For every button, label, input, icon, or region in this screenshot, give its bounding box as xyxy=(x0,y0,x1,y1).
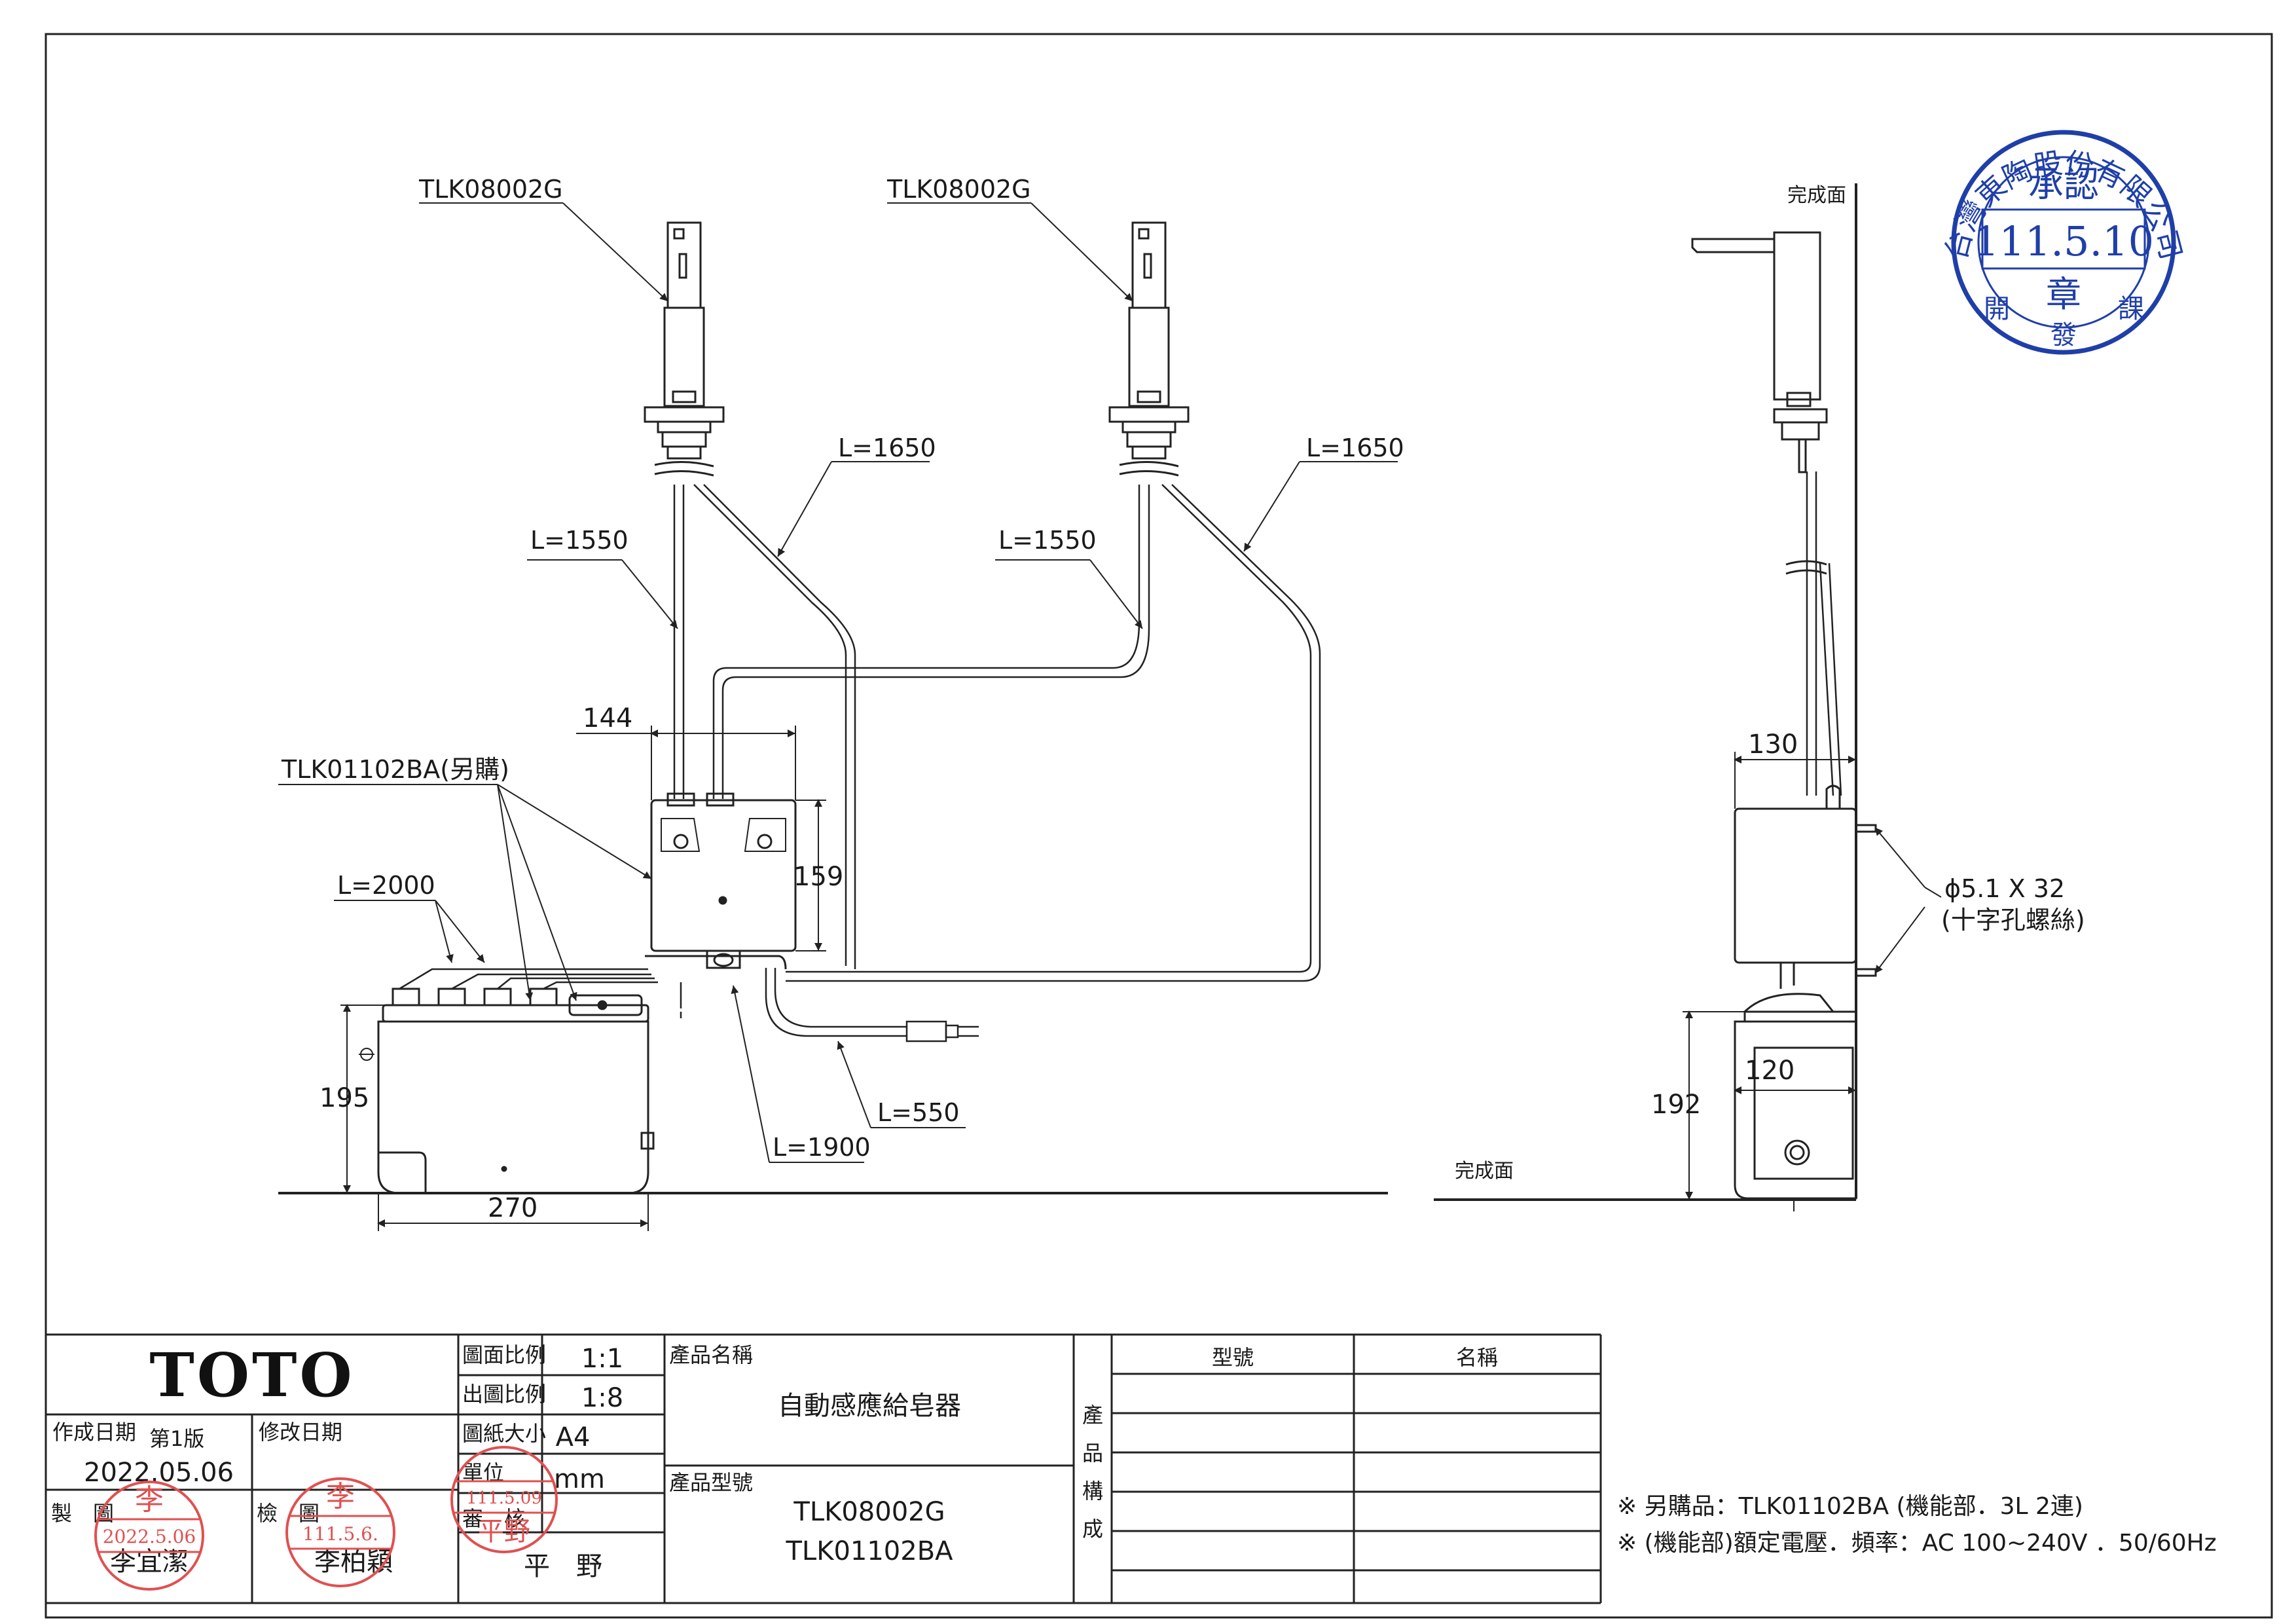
front-dimensions xyxy=(340,726,826,1231)
composition-char-2: 品 xyxy=(1082,1441,1103,1466)
composition-char-3: 構 xyxy=(1082,1479,1103,1504)
drawing-labels: TLK08002G TLK08002G L=1650 L=1650 L=1550… xyxy=(281,175,2085,1223)
revised-date-label: 修改日期 xyxy=(259,1420,342,1445)
faucet-side xyxy=(1691,231,1842,796)
reviewed-name: 平 野 xyxy=(524,1551,602,1581)
product-name-label: 產品名稱 xyxy=(669,1342,753,1367)
drafted-label: 製 圖 xyxy=(51,1501,114,1526)
power-cable xyxy=(765,968,979,1043)
cable-right-long-label: L=1650 xyxy=(1306,434,1404,462)
dim-side-tank-height: 192 xyxy=(1651,1090,1701,1120)
composition-char-4: 成 xyxy=(1082,1517,1103,1541)
product-name: 自動感應給皂器 xyxy=(778,1391,961,1421)
paper-label: 圖紙大小 xyxy=(462,1421,546,1446)
dim-box-width: 144 xyxy=(583,703,632,733)
stamp-dept-right: 課 xyxy=(2118,294,2144,324)
side-floor-top-label: 完成面 xyxy=(1787,184,1846,207)
title-block xyxy=(46,1333,1602,1604)
note-1: ※ 另購品：TLK01102BA (機能部．3L 2連) xyxy=(1617,1493,2083,1520)
scale-output-label: 出圖比例 xyxy=(462,1382,546,1407)
checked-stamp-name: 李 xyxy=(326,1480,355,1513)
paper-size: A4 xyxy=(556,1422,591,1452)
note-2: ※ (機能部)額定電壓．頻率：AC 100~240V ．50/60Hz xyxy=(1617,1530,2217,1557)
cable-left-long-label: L=1650 xyxy=(838,434,936,462)
tank-tubes xyxy=(399,968,682,1018)
control-box-side xyxy=(1734,784,1877,989)
front-leaders xyxy=(278,202,1398,1163)
cable-tank-label: L=2000 xyxy=(337,871,435,900)
checked-stamp-date: 111.5.6. xyxy=(302,1523,378,1545)
product-model-1: TLK08002G xyxy=(793,1497,945,1527)
notes: ※ 另購品：TLK01102BA (機能部．3L 2連) ※ (機能部)額定電壓… xyxy=(1617,1493,2217,1557)
faucet-left-label: TLK08002G xyxy=(418,175,563,204)
reviewed-stamp: 111.5.09 平野 xyxy=(450,1446,558,1553)
cable-right-short-label: L=1550 xyxy=(998,526,1097,555)
sheet-border xyxy=(45,33,2273,1619)
col-name-header: 名稱 xyxy=(1456,1345,1498,1370)
created-date-label: 作成日期 xyxy=(52,1420,136,1445)
drafted-stamp-name: 李 xyxy=(135,1483,164,1517)
reviewed-stamp-date: 111.5.09 xyxy=(466,1488,542,1508)
version: 第1版 xyxy=(149,1426,204,1451)
screw-type-label: (十字孔螺絲) xyxy=(1941,906,2085,934)
cable-power-label: L=550 xyxy=(877,1098,960,1127)
dim-side-box-depth: 130 xyxy=(1748,729,1798,760)
col-model-header: 型號 xyxy=(1212,1345,1254,1370)
drafted-stamp: 李 2022.5.06 xyxy=(94,1481,204,1591)
reviewed-stamp-name: 平野 xyxy=(478,1517,530,1547)
cables-right xyxy=(712,484,1321,982)
dim-box-height: 159 xyxy=(793,862,843,892)
stamp-seal: 章 xyxy=(2046,274,2081,315)
dim-tank-height: 195 xyxy=(319,1083,369,1113)
front-view xyxy=(278,202,1398,1231)
scale-drawing: 1:1 xyxy=(581,1344,623,1374)
stamp-date: 111.5.10 xyxy=(1973,217,2154,265)
cable-left-short-label: L=1550 xyxy=(530,526,629,555)
cables-left xyxy=(673,484,856,969)
scale-drawing-label: 圖面比例 xyxy=(462,1342,546,1367)
unit-value: mm xyxy=(554,1464,605,1494)
side-floor-bottom-label: 完成面 xyxy=(1455,1160,1514,1183)
soap-tank-side xyxy=(1734,993,1857,1200)
screw-label: ϕ5.1 X 32 xyxy=(1944,874,2065,903)
stamp-dept-mid: 發 xyxy=(2050,320,2077,350)
side-dimensions xyxy=(1683,752,1942,1211)
checked-name: 李柏穎 xyxy=(314,1547,393,1577)
stamp-dept-left: 開 xyxy=(1984,294,2010,324)
side-view xyxy=(1434,183,1942,1211)
soap-tank-front xyxy=(377,987,655,1194)
product-model-label: 產品型號 xyxy=(669,1470,753,1495)
dim-side-tank-depth: 120 xyxy=(1745,1056,1795,1086)
checked-stamp: 李 111.5.6. xyxy=(285,1477,395,1587)
control-box-label: TLK01102BA(另購) xyxy=(281,755,509,784)
composition-char-1: 產 xyxy=(1082,1403,1103,1428)
scale-output: 1:8 xyxy=(581,1383,623,1413)
dim-tank-width: 270 xyxy=(488,1193,538,1223)
control-box-front xyxy=(645,792,797,970)
title-block-text: TOTO 作成日期 第1版 修改日期 2022.05.06 製 圖 李宜潔 檢 … xyxy=(51,1340,1498,1581)
product-model-2: TLK01102BA xyxy=(786,1536,954,1566)
faucet-right-label: TLK08002G xyxy=(886,175,1031,204)
drafted-stamp-date: 2022.5.06 xyxy=(103,1526,196,1547)
faucet-right xyxy=(1108,221,1190,477)
stamp-title: 承認 xyxy=(2028,164,2099,205)
approval-stamp: 台灣東陶股份有限公司 承認 111.5.10 章 開 發 課 xyxy=(1939,130,2188,355)
toto-logo: TOTO xyxy=(149,1340,354,1411)
reviewed-label: 審 核 xyxy=(462,1506,525,1531)
faucet-left xyxy=(644,221,725,477)
cable-bottom-label: L=1900 xyxy=(773,1133,871,1162)
red-stamps: 李 2022.5.06 李 111.5.6. 111.5.09 平野 xyxy=(94,1446,558,1591)
